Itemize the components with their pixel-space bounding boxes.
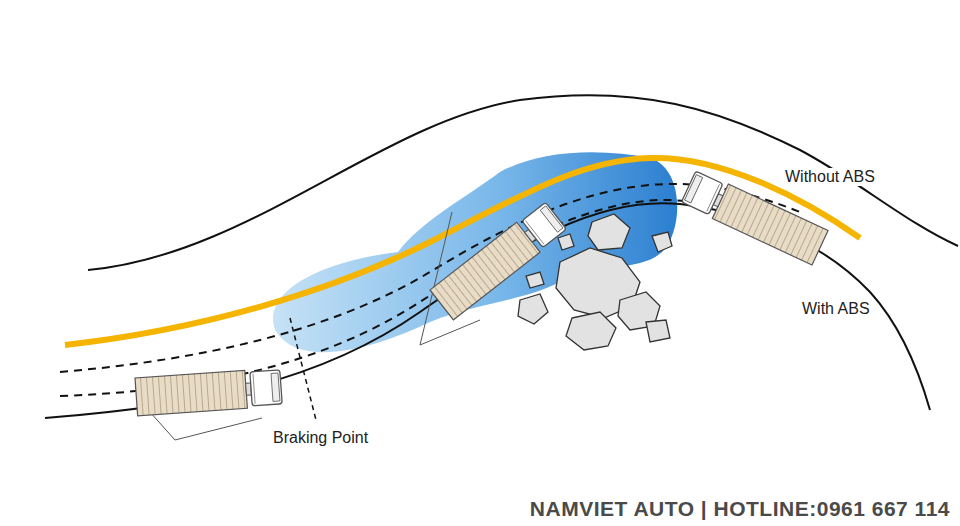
truck-braking-point bbox=[135, 368, 282, 440]
braking-line bbox=[290, 318, 316, 420]
water-puddle bbox=[273, 152, 677, 352]
path-without-abs bbox=[65, 158, 860, 345]
truck-with-abs bbox=[420, 201, 568, 345]
watermark: NAMVIET AUTO | HOTLINE:0961 667 114 bbox=[528, 497, 952, 521]
point-label: Braking Point bbox=[271, 429, 370, 447]
path-label: Without ABS bbox=[783, 168, 877, 186]
path-label: With ABS bbox=[800, 300, 872, 318]
path-with-abs bbox=[60, 184, 800, 372]
path-with-abs bbox=[60, 200, 790, 396]
